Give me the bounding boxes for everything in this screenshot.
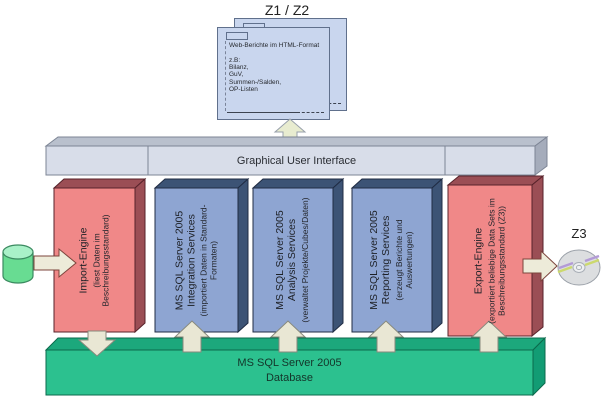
arrow-database-to-export-icon <box>470 320 508 353</box>
report-list-item: Bilanz, <box>229 64 249 72</box>
z3-label: Z3 <box>571 226 587 241</box>
arrow-database-to-integration-icon <box>173 320 211 353</box>
import-engine-label: Import-Engine (liest Daten im Beschreibu… <box>76 213 111 307</box>
arrow-export-to-cd-icon <box>522 249 558 283</box>
arrow-import-to-database-icon <box>77 330 117 357</box>
report-list-item: Summen-/Salden, <box>229 78 282 86</box>
report-footer-dashes <box>297 112 324 113</box>
report-heading: Web-Berichte im HTML-Format <box>229 42 320 49</box>
report-window-front: Web-Berichte im HTML-Format z.B: Bilanz,… <box>217 27 330 120</box>
report-list-item: OP-Listen <box>229 85 258 93</box>
arrow-source-to-import-icon <box>33 247 77 279</box>
source-database-cylinder-icon <box>2 244 34 284</box>
z1-z2-label: Z1 / Z2 <box>264 2 310 18</box>
report-footer-line <box>227 112 297 113</box>
gui-bar-label: Graphical User Interface <box>236 154 357 167</box>
analysis-services-box <box>251 177 345 334</box>
export-engine-label: Export-Engine (exportiert beliebige Data… <box>472 197 506 324</box>
reporting-services-box <box>350 177 444 334</box>
report-window-tab-icon <box>226 32 248 40</box>
cd-disc-icon <box>557 249 601 286</box>
report-margin-line <box>225 41 226 111</box>
database-label: MS SQL Server 2005 Database <box>237 357 342 384</box>
integration-services-label: MS SQL Server 2005 Integration Services … <box>172 204 219 316</box>
gui-bar-3d <box>44 136 549 176</box>
analysis-services-label: MS SQL Server 2005 Analysis Services (ve… <box>274 197 310 323</box>
report-list-item: z.B: <box>229 57 241 64</box>
arrow-database-to-reporting-icon <box>367 320 405 353</box>
reporting-services-label: MS SQL Server 2005 Reporting Services (e… <box>368 210 414 310</box>
integration-services-box <box>153 177 250 334</box>
report-list-item: GuV, <box>229 71 244 79</box>
report-example-list: z.B: Bilanz, GuV, Summen-/Salden, OP-Lis… <box>229 57 326 93</box>
arrow-database-to-analysis-icon <box>269 320 307 353</box>
export-engine-box <box>446 174 545 338</box>
